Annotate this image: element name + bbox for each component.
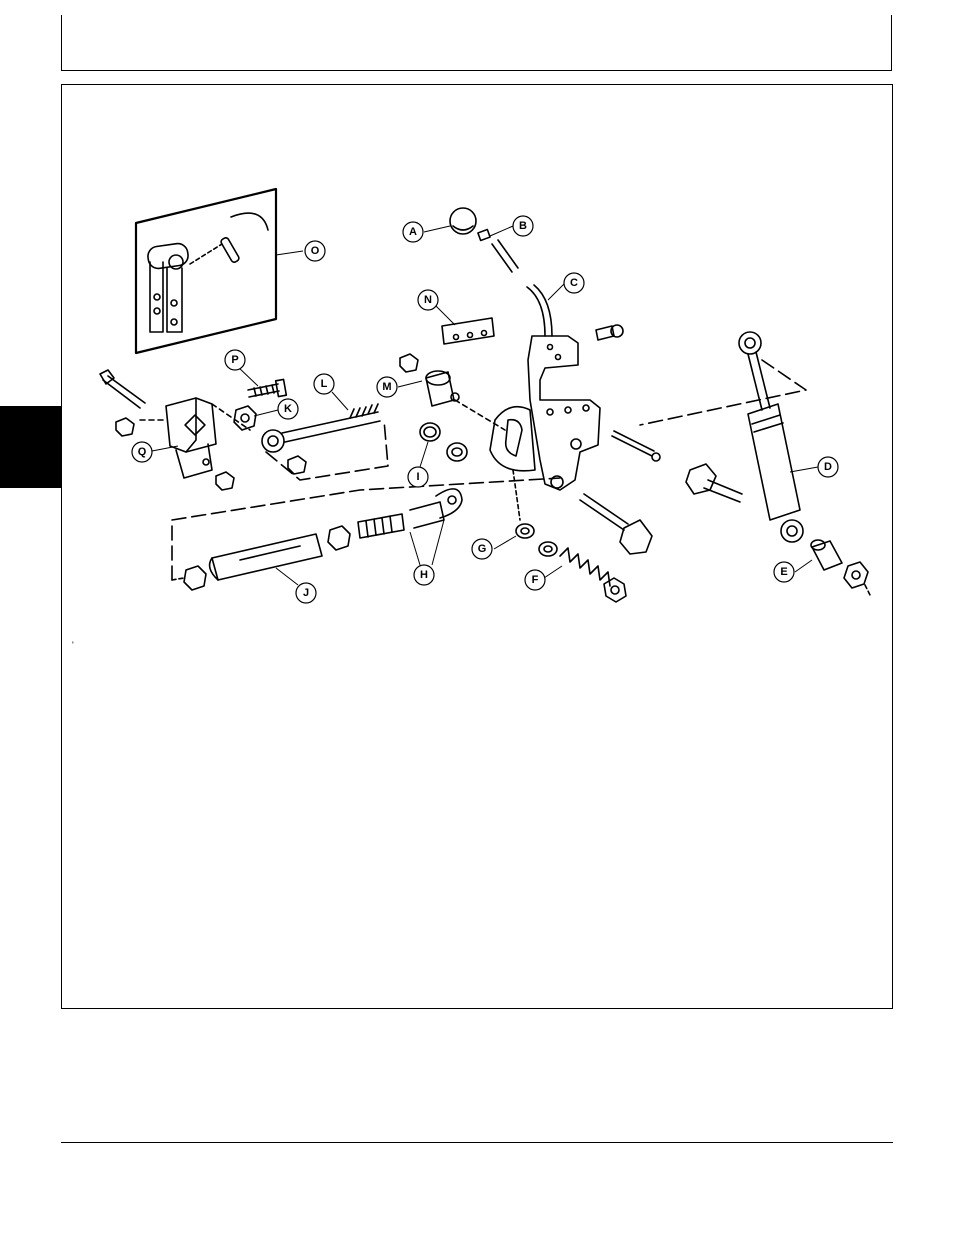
long-bolt (580, 494, 652, 554)
callout-i: I (416, 471, 419, 483)
callout-e: E (780, 566, 787, 578)
callout-o: O (311, 245, 320, 257)
callout-m: M (382, 381, 391, 393)
callout-d: D (824, 461, 832, 473)
bushing-m (400, 354, 505, 430)
callout-f: F (532, 574, 539, 586)
bushing-i (420, 423, 467, 461)
callout-a: A (409, 226, 417, 238)
shock-absorber-d (640, 332, 806, 542)
callout-h: H (420, 569, 428, 581)
callout-p: P (231, 354, 238, 366)
bolt-hex-d (686, 464, 742, 502)
callout-c: C (570, 277, 578, 289)
callout-g: G (478, 543, 487, 555)
callout-n: N (424, 294, 432, 306)
block-n (442, 318, 494, 344)
inset-detail-o (136, 189, 276, 353)
pin-b (478, 230, 518, 272)
nut-e (844, 562, 870, 595)
spring-f (560, 548, 626, 602)
rod-h (358, 489, 462, 538)
knob-a (450, 208, 476, 234)
callout-b: B (519, 220, 527, 232)
callout-j: J (303, 587, 309, 599)
turnbuckle-j (172, 478, 560, 590)
leader-lines (152, 226, 818, 585)
block-q (100, 370, 250, 490)
lever-c (490, 285, 660, 490)
callout-q: Q (138, 446, 147, 458)
callout-k: K (284, 403, 292, 415)
callout-l: L (321, 378, 328, 390)
spacer-e (811, 540, 842, 570)
